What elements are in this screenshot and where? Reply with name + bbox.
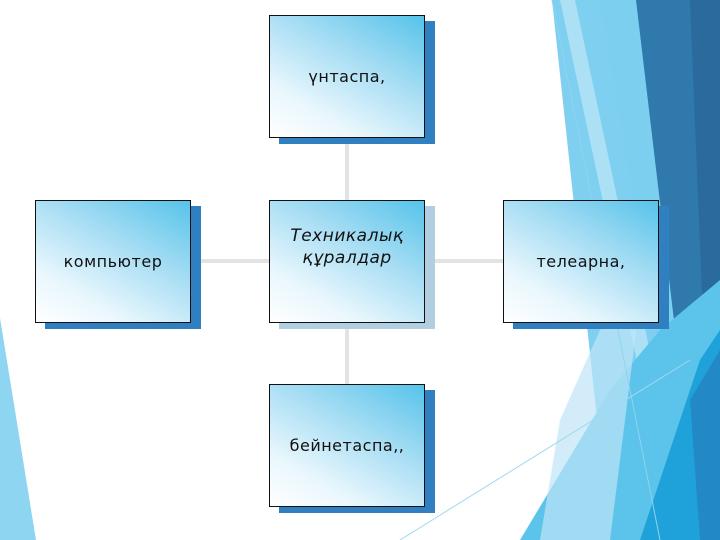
node-box: компьютер: [35, 200, 191, 323]
center-label: Техникалық құралдар: [284, 225, 409, 269]
node-center[interactable]: Техникалық құралдар: [269, 200, 435, 329]
node-label: телеарна,: [536, 251, 626, 271]
node-box: Техникалық құралдар: [269, 200, 425, 323]
left-accent-shape: [0, 318, 36, 540]
node-label: үнтаспа,: [308, 66, 386, 86]
node-left[interactable]: компьютер: [35, 200, 201, 329]
center-label-line1: Техникалық: [290, 225, 404, 246]
node-box: үнтаспа,: [269, 15, 425, 138]
node-box: телеарна,: [503, 200, 659, 323]
node-label: бейнетаспа,,: [289, 435, 405, 455]
center-label-line2: құралдар: [302, 247, 392, 268]
node-right[interactable]: телеарна,: [503, 200, 669, 329]
node-top[interactable]: үнтаспа,: [269, 15, 435, 144]
node-box: бейнетаспа,,: [269, 384, 425, 507]
node-label: компьютер: [63, 251, 163, 271]
node-bottom[interactable]: бейнетаспа,,: [269, 384, 435, 513]
